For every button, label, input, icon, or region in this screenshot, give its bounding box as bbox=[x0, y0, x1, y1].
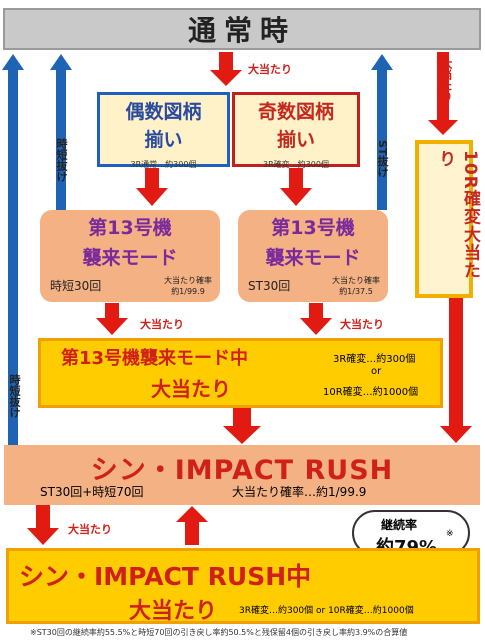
even-tile-title-2: 揃い bbox=[144, 129, 183, 151]
label-big-win-rush: 大当たり bbox=[68, 523, 112, 536]
arrow-normal-to-10r bbox=[428, 52, 458, 135]
arrow-even-to-mode bbox=[136, 168, 168, 206]
arrow-odd-to-mode bbox=[280, 168, 312, 206]
arrow-10r-to-rush bbox=[440, 298, 472, 443]
even-tile-title-1: 偶数図柄 bbox=[125, 101, 202, 123]
continuation-rate-mark: ※ bbox=[446, 529, 454, 539]
label-big-win-mode-b: 大当たり bbox=[340, 318, 384, 331]
mode-win-title-2: 大当たり bbox=[151, 377, 231, 401]
mode-st-spins: ST30回 bbox=[248, 279, 291, 293]
label-big-win-top: 大当たり bbox=[248, 63, 292, 76]
mode-jitan-prob-value: 約1/99.9 bbox=[171, 287, 205, 296]
label-jitan-nuke-upper: 時短抜け bbox=[55, 138, 68, 182]
label-jitan-nuke-lower: 時短抜け bbox=[8, 374, 21, 418]
mode-jitan-title-2: 襲来モード bbox=[82, 247, 178, 269]
even-tile-note: 3R通常…約300個 bbox=[130, 160, 197, 169]
rush-win-title-1: シン・IMPACT RUSH中 bbox=[19, 562, 312, 591]
arrow-rushwin-to-rush bbox=[176, 506, 208, 545]
odd-tile-note: 3R確変…約300個 bbox=[263, 160, 329, 169]
mode-win-title-1: 第13号機襲来モード中 bbox=[61, 348, 249, 369]
footnote: ※ST30回の継続率約55.5%と時短70回の引き戻し率約50.5%と残保留4個… bbox=[30, 628, 408, 637]
arrow-normal-to-tiles bbox=[210, 52, 242, 86]
mode-win-result-or: or bbox=[371, 366, 382, 377]
mode-jitan-title-1: 第13号機 bbox=[88, 217, 172, 239]
label-st-nuke: ST抜け bbox=[376, 140, 389, 178]
mode-st-prob-label: 大当たり確率 bbox=[332, 276, 380, 285]
ten-r-kakuhen-box: 10R確変大当たり bbox=[415, 140, 480, 298]
mode-win-result-2: 10R確変…約1000個 bbox=[323, 387, 419, 398]
arrow-rush-to-normal bbox=[2, 54, 24, 445]
impact-rush-box: シン・IMPACT RUSH ST30回+時短70回 大当たり確率…約1/99.… bbox=[4, 445, 480, 505]
mode-st-title-2: 襲来モード bbox=[265, 247, 361, 269]
rush-win-box: シン・IMPACT RUSH中 大当たり 3R確変…約300個 or 10R確変… bbox=[6, 548, 480, 624]
label-big-win-10r: 大当たり bbox=[440, 58, 453, 102]
mode-jitan-probability: 大当たり確率 約1/99.9 bbox=[164, 275, 212, 297]
arrow-st-to-normal bbox=[371, 54, 393, 210]
mode-st-title-1: 第13号機 bbox=[271, 217, 355, 239]
mode-st-probability: 大当たり確率 約1/37.5 bbox=[332, 275, 380, 297]
continuation-rate-label: 継続率 bbox=[381, 518, 418, 532]
mode-jitan-prob-label: 大当たり確率 bbox=[164, 276, 212, 285]
arrow-rush-to-rushwin bbox=[27, 505, 59, 545]
label-big-win-mode-a: 大当たり bbox=[140, 318, 184, 331]
impact-rush-probability: 大当たり確率…約1/99.9 bbox=[232, 485, 367, 499]
even-symbol-tile: 偶数図柄 揃い 3R通常…約300個 bbox=[97, 92, 230, 169]
arrow-jitan-to-normal bbox=[50, 54, 72, 210]
mode-win-result-1: 3R確変…約300個 bbox=[333, 354, 416, 365]
mode-st-prob-value: 約1/37.5 bbox=[339, 287, 373, 296]
normal-state-bar: 通常時 bbox=[3, 8, 481, 50]
mode-st-box: 第13号機 襲来モード ST30回 大当たり確率 約1/37.5 bbox=[238, 210, 388, 302]
arrow-mode-b-to-win bbox=[300, 303, 332, 335]
impact-rush-spins: ST30回+時短70回 bbox=[40, 485, 144, 499]
mode-jitan-spins: 時短30回 bbox=[50, 279, 102, 293]
arrow-win-to-rush bbox=[223, 408, 261, 444]
odd-symbol-tile: 奇数図柄 揃い 3R確変…約300個 bbox=[232, 92, 360, 169]
mode-jitan-box: 第13号機 襲来モード 時短30回 大当たり確率 約1/99.9 bbox=[40, 210, 220, 302]
mode-win-box: 第13号機襲来モード中 大当たり 3R確変…約300個 or 10R確変…約10… bbox=[38, 338, 443, 408]
arrow-mode-a-to-win bbox=[96, 303, 128, 335]
ten-r-kakuhen-text: 10R確変大当たり bbox=[435, 150, 480, 280]
normal-state-title: 通常時 bbox=[187, 14, 296, 47]
odd-tile-title-2: 揃い bbox=[276, 129, 315, 151]
odd-tile-title-1: 奇数図柄 bbox=[257, 101, 334, 123]
rush-win-title-2: 大当たり bbox=[129, 599, 218, 624]
impact-rush-title: シン・IMPACT RUSH bbox=[90, 455, 394, 486]
rush-win-result: 3R確変…約300個 or 10R確変…約1000個 bbox=[239, 606, 414, 616]
